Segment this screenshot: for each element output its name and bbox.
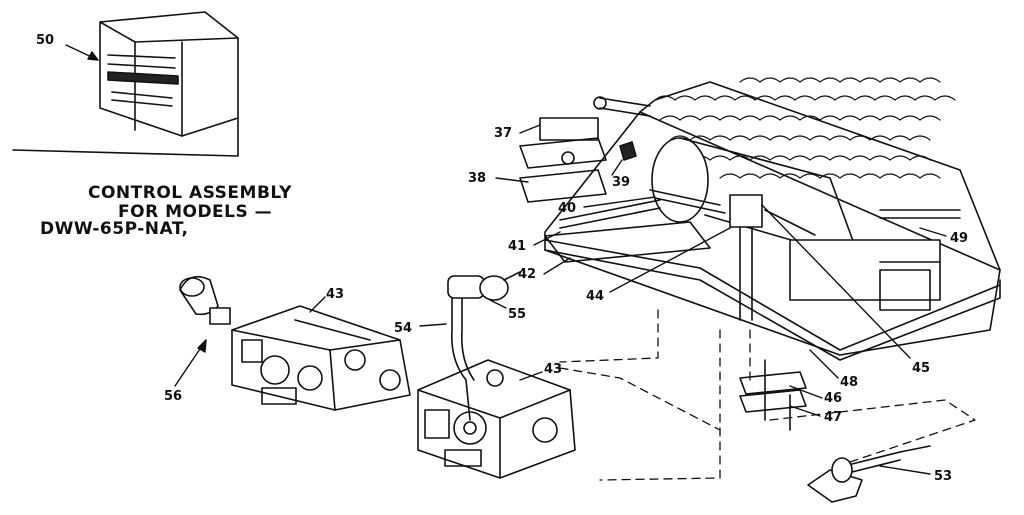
- callout-38: 38: [468, 171, 486, 186]
- diagram-title-line-3: DWW-65P-NAT,: [40, 219, 189, 239]
- diagram-title-line-1: CONTROL ASSEMBLY: [88, 183, 292, 203]
- callout-56: 56: [164, 389, 182, 404]
- callout-43-left: 43: [326, 287, 344, 302]
- diagram-title-line-2: FOR MODELS —: [118, 202, 273, 222]
- part-53-pilot: [808, 446, 930, 502]
- callout-39: 39: [612, 175, 630, 190]
- callout-44: 44: [586, 289, 604, 304]
- callout-45: 45: [912, 361, 930, 376]
- part-43-gas-valve-left: [232, 306, 410, 410]
- callout-40: 40: [558, 201, 576, 216]
- callout-46: 46: [824, 391, 842, 406]
- part-50-cover-box: [13, 12, 238, 156]
- callout-49: 49: [950, 231, 968, 246]
- callout-55: 55: [508, 307, 526, 322]
- burner-assembly: [520, 78, 1000, 360]
- callout-53: 53: [934, 469, 952, 484]
- callout-42: 42: [518, 267, 536, 282]
- parts-46-47: [740, 360, 806, 430]
- callout-47: 47: [824, 410, 842, 425]
- callout-50: 50: [36, 33, 54, 48]
- part-56-elbow: [180, 277, 230, 324]
- callout-48: 48: [840, 375, 858, 390]
- callout-43-center: 43: [544, 362, 562, 377]
- callout-37: 37: [494, 126, 512, 141]
- callout-54: 54: [394, 321, 412, 336]
- callout-41: 41: [508, 239, 526, 254]
- part-43-gas-valve-center: [418, 272, 575, 478]
